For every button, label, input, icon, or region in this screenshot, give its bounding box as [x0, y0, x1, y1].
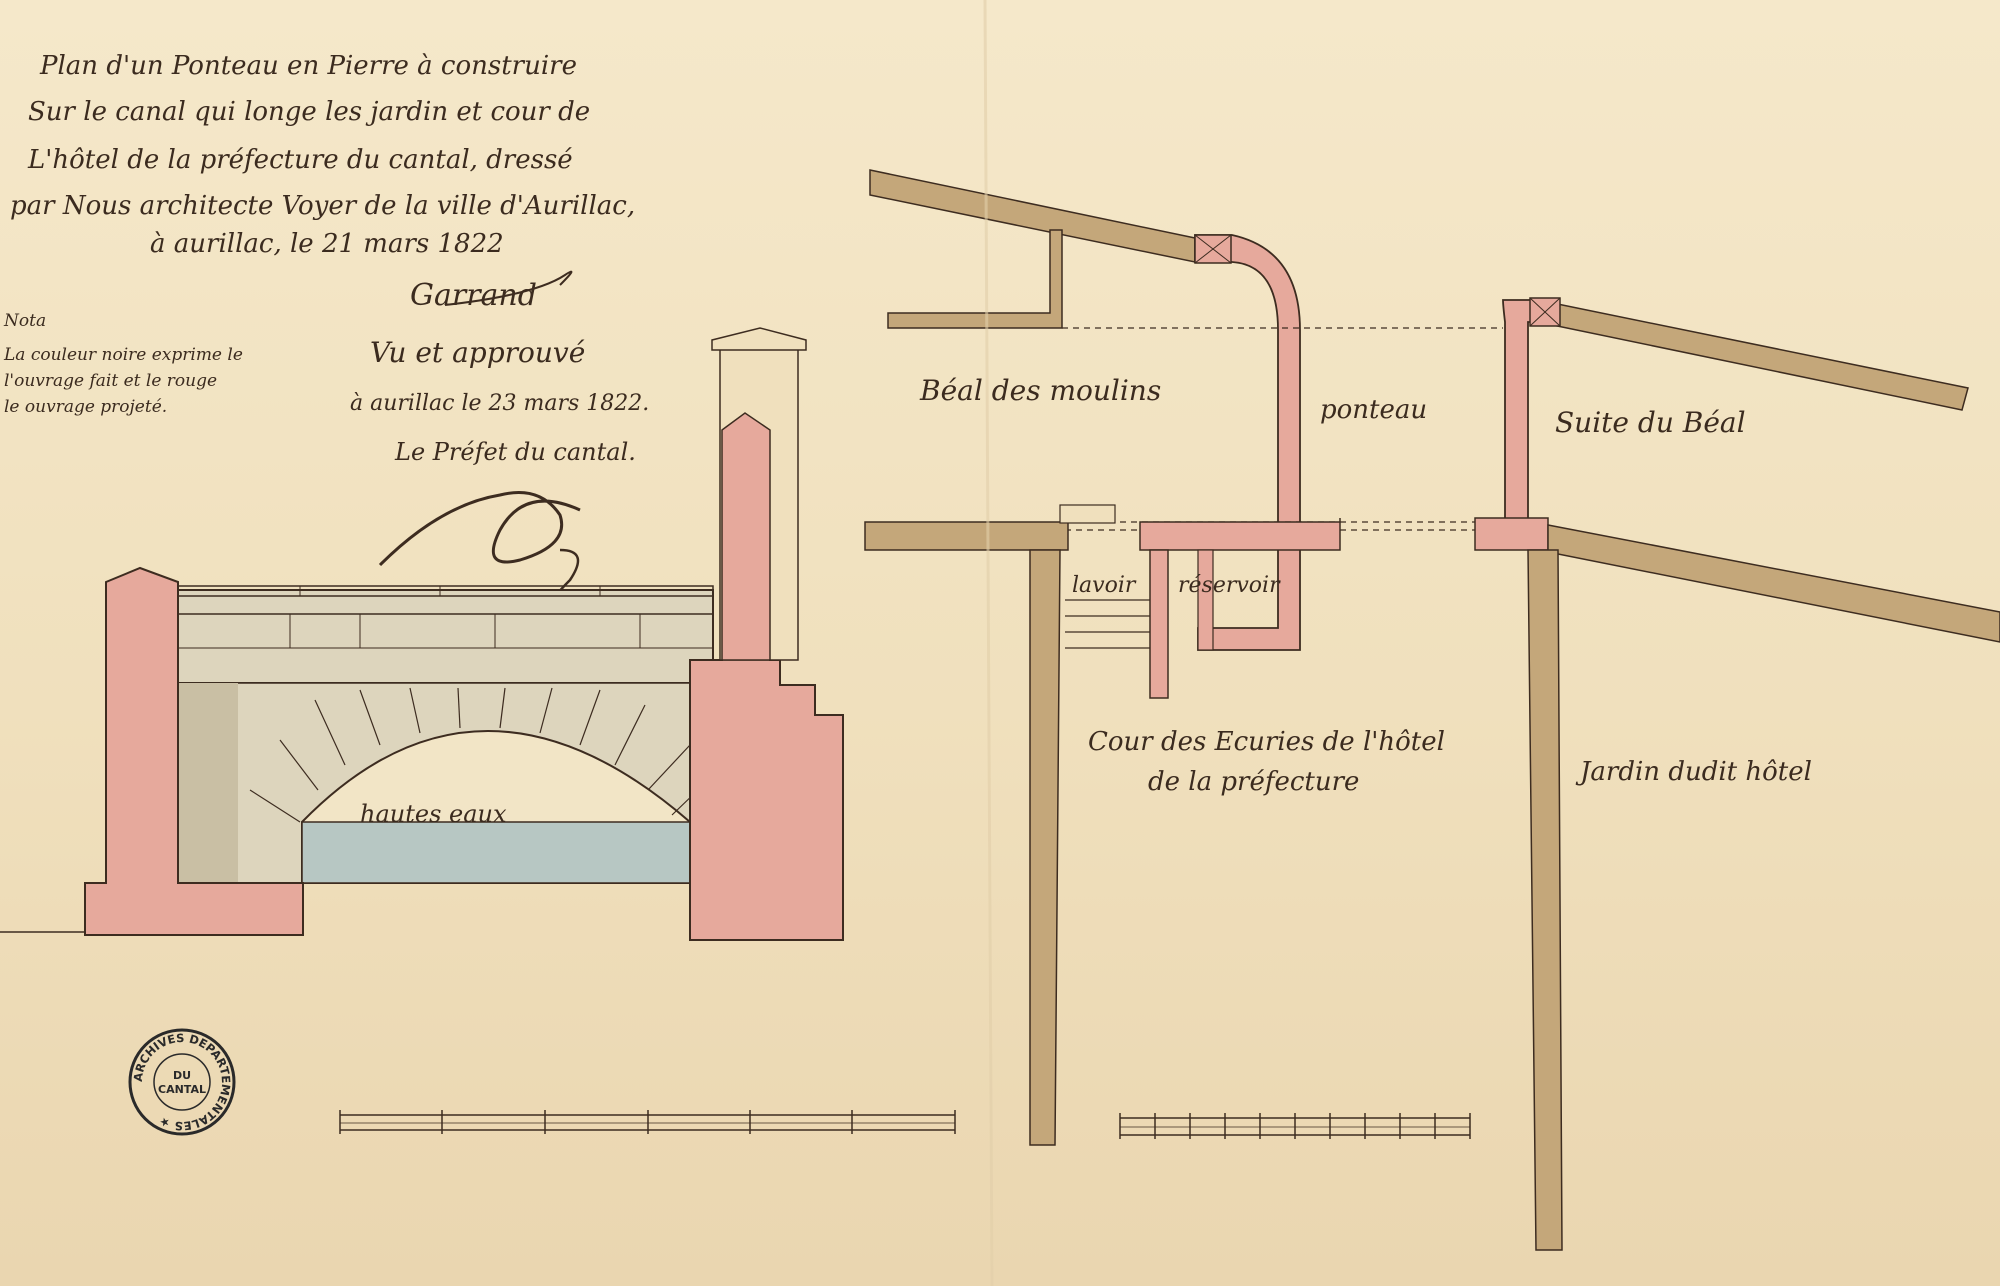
note-line-2: La couleur noire exprime le — [3, 345, 243, 365]
lavoir-wall — [1149, 549, 1169, 699]
label-jardin: Jardin dudit hôtel — [1575, 757, 1812, 787]
paper-fold — [983, 0, 994, 1286]
architect-signature: Garrand — [410, 278, 537, 313]
approval-line-2: à aurillac le 23 mars 1822. — [350, 391, 649, 416]
site-plan: Béal des moulins ponteau Suite du Béal l… — [864, 169, 2000, 1251]
title-line-1: Plan d'un Ponteau en Pierre à construire — [39, 51, 577, 81]
note-line-3: l'ouvrage fait et le rouge — [4, 371, 217, 391]
pillar-cap — [711, 327, 807, 351]
label-lavoir: lavoir — [1072, 573, 1137, 598]
canal-wall-corner — [887, 229, 1063, 329]
stamp-inner-line-2: CANTAL — [158, 1083, 206, 1096]
lower-wall-left — [864, 521, 1069, 551]
reservoir-inner-wall — [1197, 549, 1214, 651]
left-abutment — [84, 566, 304, 936]
title-line-4: par Nous architecte Voyer de la ville d'… — [10, 191, 635, 221]
scale-bar-plan — [1119, 1113, 1471, 1139]
lavoir-steps — [1065, 599, 1150, 649]
plan-labels: Béal des moulins ponteau Suite du Béal l… — [919, 374, 1812, 797]
lower-wall-right — [1547, 524, 2000, 643]
label-hautes-eaux: hautes eaux — [360, 800, 507, 828]
title-block: Plan d'un Ponteau en Pierre à construire… — [10, 51, 635, 313]
bridge-elevation: hautes eaux — [0, 327, 844, 941]
proposed-wall-right — [1502, 299, 1539, 531]
note-line-4: le ouvrage projeté. — [4, 397, 167, 417]
label-suite-beal: Suite du Béal — [1555, 406, 1746, 439]
color-note: Nota La couleur noire exprime le l'ouvra… — [3, 311, 243, 417]
signature-flourish — [444, 270, 573, 306]
prefect-signature-mark — [378, 491, 581, 567]
proposed-pier — [721, 412, 771, 661]
title-line-5: à aurillac, le 21 mars 1822 — [150, 229, 504, 259]
title-line-2: Sur le canal qui longe les jardin et cou… — [28, 97, 590, 127]
garden-wall — [1527, 549, 1563, 1251]
deck-joints — [289, 586, 641, 648]
approval-line-1: Vu et approuvé — [370, 336, 585, 369]
reservoir-wall — [1139, 518, 1341, 551]
note-line-1: Nota — [3, 311, 46, 331]
label-reservoir: réservoir — [1178, 573, 1281, 598]
ponteau-abutment-right — [1474, 517, 1549, 551]
arch-shadow — [178, 683, 238, 883]
bridge-deck — [177, 589, 714, 684]
label-cour-line-1: Cour des Ecuries de l'hôtel — [1088, 727, 1445, 757]
label-beal: Béal des moulins — [919, 374, 1161, 407]
water-level — [301, 821, 691, 884]
title-line-3: L'hôtel de la préfecture du cantal, dres… — [27, 145, 573, 175]
approval-line-3: Le Préfet du cantal. — [394, 438, 636, 466]
canal-wall-upper-right — [1537, 299, 1969, 411]
lavoir-step — [1059, 504, 1116, 524]
scale-bar-elevation — [339, 1110, 956, 1134]
label-ponteau: ponteau — [1320, 395, 1427, 425]
canal-wall-upper-left — [869, 169, 1196, 263]
stamp-inner-line-1: DU — [173, 1069, 191, 1082]
archives-stamp: ARCHIVES DEPARTEMENTALES ★ DU CANTAL — [128, 1028, 236, 1136]
label-cour-line-2: de la préfecture — [1148, 767, 1359, 797]
courtyard-wall — [1029, 549, 1061, 1146]
